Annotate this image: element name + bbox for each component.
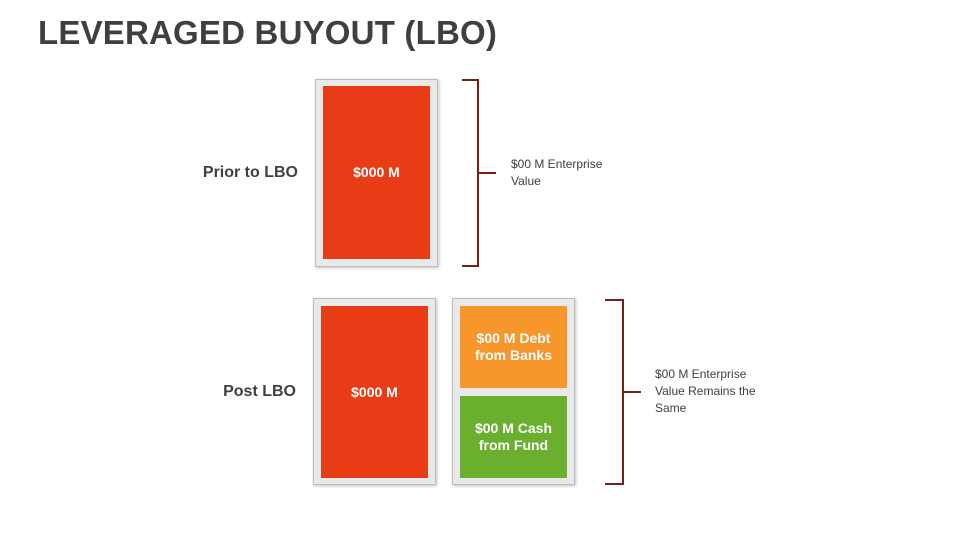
prior-lbo-frame: $000 M <box>315 79 438 267</box>
prior-lbo-value-block: $000 M <box>323 86 430 259</box>
cash-from-fund-block: $00 M Cash from Fund <box>460 396 567 478</box>
prior-lbo-enterprise-value-note: $00 M Enterprise Value <box>511 157 603 188</box>
page-title: LEVERAGED BUYOUT (LBO) <box>38 14 498 51</box>
post-lbo-equity-frame: $000 M <box>313 298 436 485</box>
post-lbo-bracket <box>605 299 641 485</box>
debt-from-banks-block: $00 M Debt from Banks <box>460 306 567 388</box>
post-lbo-label: Post LBO <box>223 383 296 400</box>
prior-lbo-bracket <box>462 79 496 267</box>
post-lbo-value-block: $000 M <box>321 306 428 478</box>
prior-lbo-label: Prior to LBO <box>202 164 298 181</box>
post-lbo-funding-frame: $00 M Debt from Banks $00 M Cash from Fu… <box>452 298 575 485</box>
post-lbo-enterprise-value-note: $00 M Enterprise Value Remains the Same <box>655 367 756 415</box>
